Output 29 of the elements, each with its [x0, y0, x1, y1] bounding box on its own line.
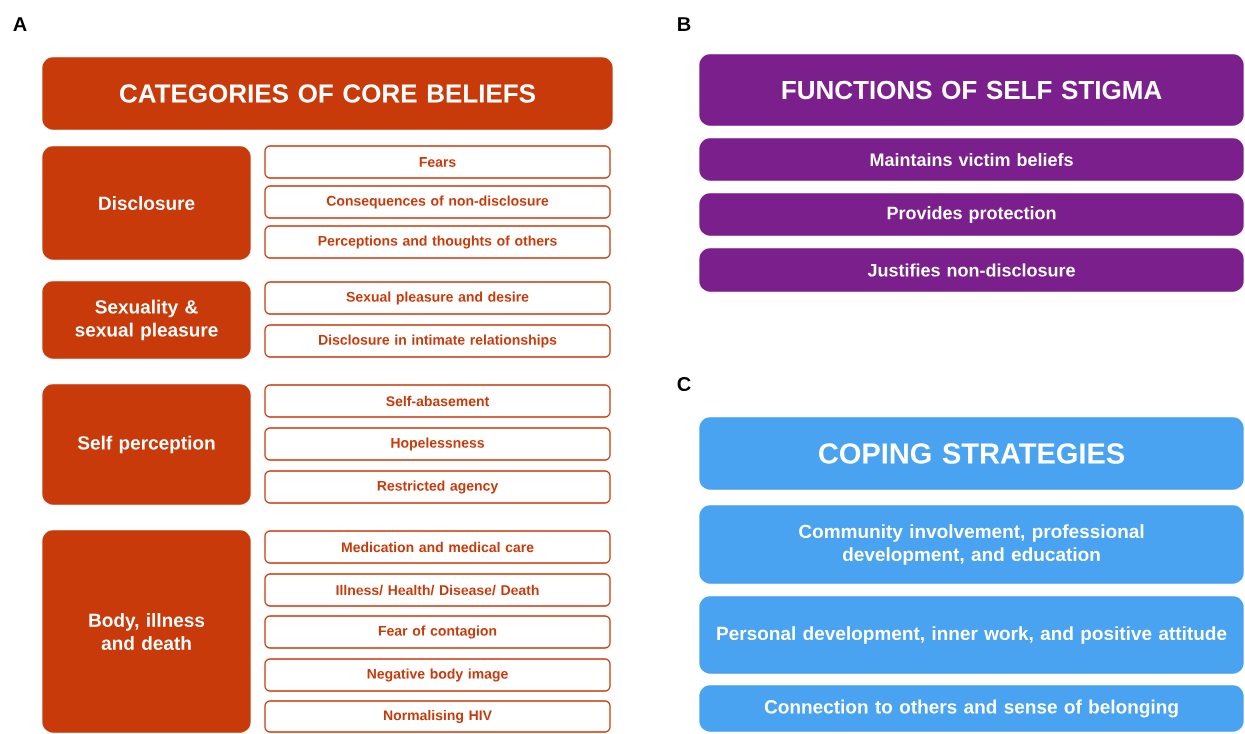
belief-box: Restricted agency: [264, 470, 611, 504]
belief-box: Consequences of non-disclosure: [264, 185, 611, 219]
belief-box: Fears: [264, 145, 611, 179]
belief-box: Fear of contagion: [264, 615, 611, 649]
panel-letter: B: [678, 17, 691, 31]
function-box: Provides protection: [699, 193, 1244, 236]
panel-letter: C: [677, 376, 691, 392]
belief-box: Illness/ Health/ Disease/ Death: [264, 573, 611, 607]
header-banner: CATEGORIES OF CORE BELIEFS: [42, 57, 613, 130]
category-box: Body, illness and death: [42, 530, 251, 733]
header-banner: FUNCTIONS OF SELF STIGMA: [699, 54, 1244, 126]
belief-box: Hopelessness: [264, 427, 611, 461]
category-box: Sexuality & sexual pleasure: [42, 281, 251, 359]
function-box: Maintains victim beliefs: [699, 138, 1244, 181]
panel-letter: A: [13, 17, 27, 31]
category-box: Self perception: [42, 384, 251, 505]
category-box: Disclosure: [42, 146, 251, 260]
belief-box: Medication and medical care: [264, 530, 611, 564]
strategy-box: Personal development, inner work, and positive attitude: [699, 596, 1244, 674]
belief-box: Disclosure in intimate relationships: [264, 324, 611, 358]
belief-box: Perceptions and thoughts of others: [264, 225, 611, 259]
belief-box: Negative body image: [264, 658, 611, 692]
strategy-box: Connection to others and sense of belonging: [699, 685, 1244, 732]
header-banner: COPING STRATEGIES: [699, 417, 1244, 490]
belief-box: Normalising HIV: [264, 700, 611, 733]
belief-box: Sexual pleasure and desire: [264, 281, 611, 315]
belief-box: Self-abasement: [264, 384, 611, 418]
function-box: Justifies non-disclosure: [699, 248, 1244, 292]
strategy-box: Community involvement, professional development, and education: [699, 505, 1244, 584]
